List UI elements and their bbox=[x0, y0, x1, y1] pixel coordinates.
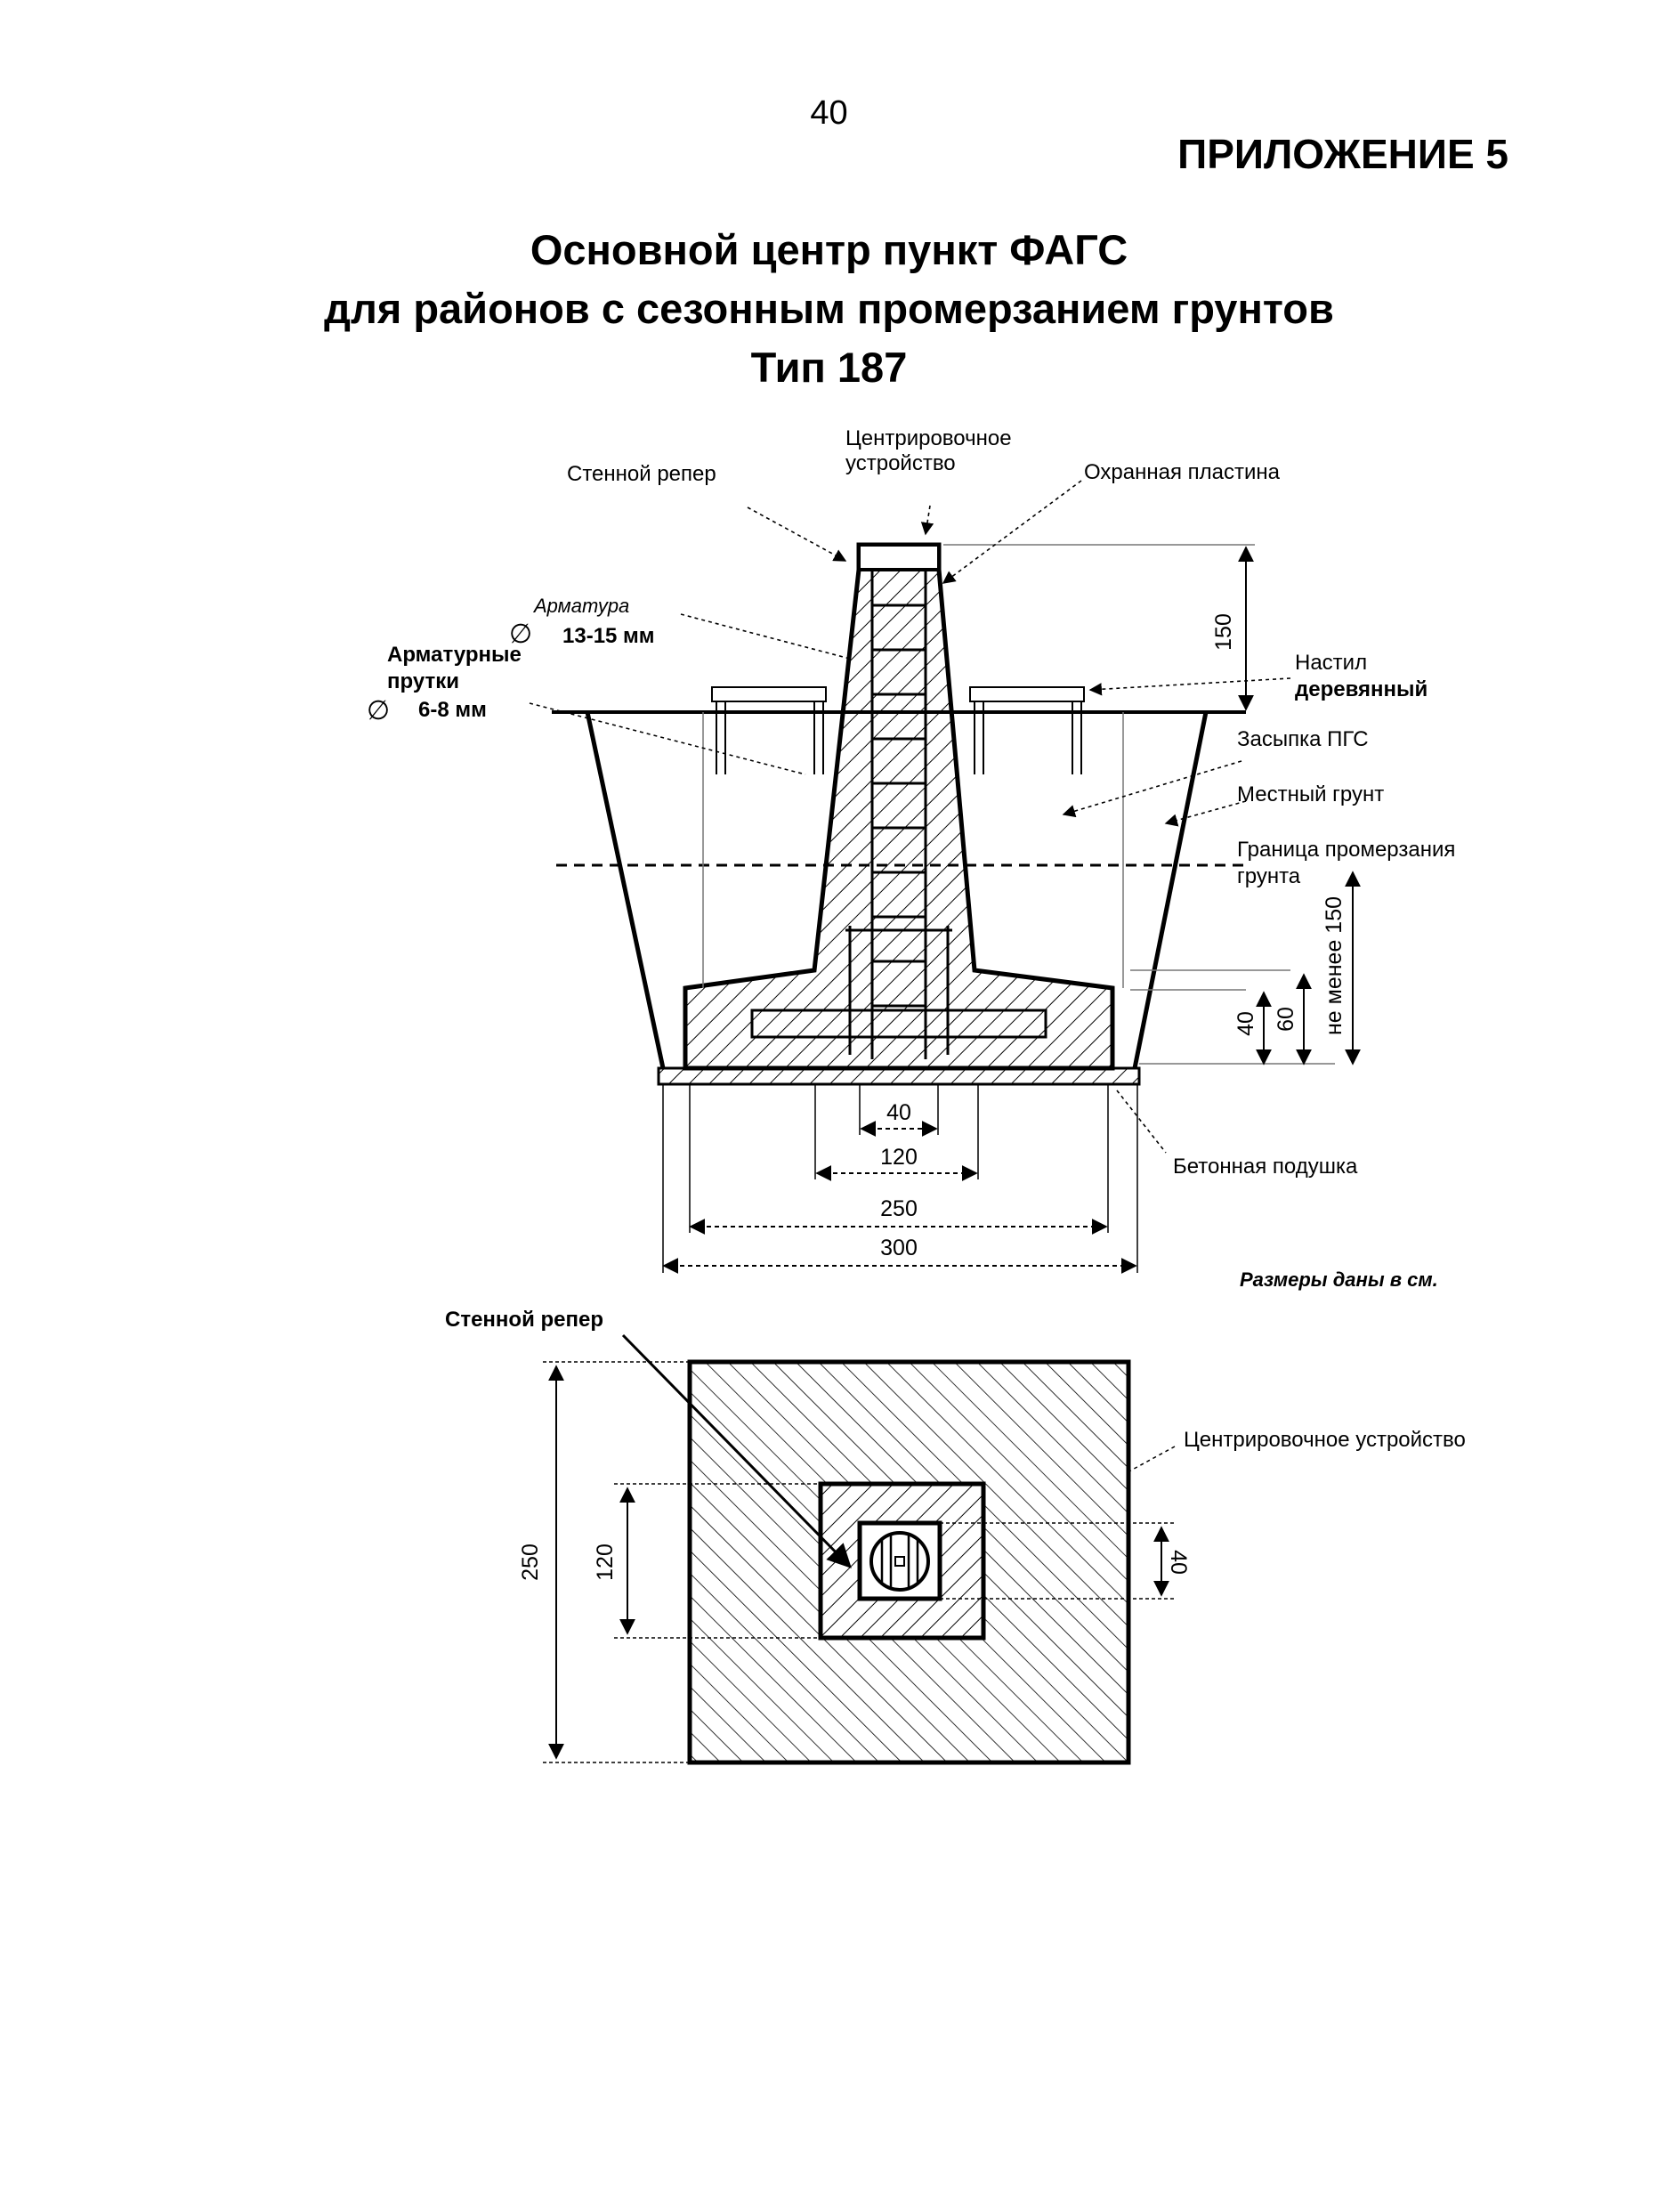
label-backfill: Засыпка ПГС bbox=[1237, 727, 1369, 751]
label-rebar-rods-size: 6-8 мм bbox=[418, 698, 487, 722]
plan-view: Стенной репер Центрировочное устройство … bbox=[445, 1308, 1466, 1765]
label-wood-deck-1: Настил bbox=[1295, 651, 1367, 675]
dim-slab-40: 40 bbox=[1233, 1011, 1258, 1036]
plan-label-centering-device: Центрировочное устройство bbox=[1184, 1428, 1466, 1452]
monolith-body bbox=[683, 542, 1115, 1071]
pit-wall-right bbox=[1132, 711, 1209, 1069]
label-rebar-size: 13-15 мм bbox=[562, 624, 655, 648]
label-local-soil: Местный грунт bbox=[1237, 782, 1384, 806]
label-centering-device-1: Центрировочное bbox=[845, 426, 1012, 450]
dim-pit-300: 300 bbox=[880, 1236, 918, 1260]
concrete-pad bbox=[657, 1066, 1141, 1086]
dim-pillar-40: 40 bbox=[886, 1100, 911, 1125]
dim-base-250: 250 bbox=[880, 1196, 918, 1221]
rebar-cage bbox=[750, 570, 1047, 1059]
label-rods-diameter: ∅ bbox=[367, 696, 390, 725]
plan-dim-device-40: 40 bbox=[1166, 1550, 1191, 1575]
label-wall-benchmark: Стенной репер bbox=[567, 462, 716, 486]
dim-pillar-120: 120 bbox=[880, 1145, 918, 1170]
plan-dim-side-250: 250 bbox=[518, 1544, 543, 1581]
title-line-1: Основной центр пункт ФАГС bbox=[530, 226, 1128, 273]
dim-not-less-than: не менее 150 bbox=[1322, 896, 1347, 1035]
title-line-2: для районов с сезонным промерзанием грун… bbox=[324, 284, 1334, 332]
label-rebar-rods-1: Арматурные bbox=[387, 643, 522, 667]
dim-slab-60: 60 bbox=[1274, 1007, 1298, 1032]
page-title: Основной центр пункт ФАГС для районов с … bbox=[0, 221, 1658, 396]
label-rebar-diameter: ∅ bbox=[509, 620, 532, 649]
wooden-deck bbox=[711, 686, 1085, 774]
label-frost-line-2: грунта bbox=[1237, 864, 1301, 888]
page-number: 40 bbox=[810, 94, 848, 132]
pillar-top bbox=[857, 543, 941, 571]
plan-label-wall-benchmark: Стенной репер bbox=[445, 1308, 603, 1332]
label-rebar-title: Арматура bbox=[532, 595, 629, 617]
units-note: Размеры даны в см. bbox=[1240, 1268, 1438, 1291]
label-protective-plate: Охранная пластина bbox=[1084, 460, 1281, 484]
dim-above-ground: 150 bbox=[1211, 613, 1236, 651]
plan-dim-pillar-120: 120 bbox=[593, 1544, 618, 1581]
label-wood-deck-2: деревянный bbox=[1295, 677, 1427, 701]
title-line-3: Тип 187 bbox=[750, 343, 908, 391]
label-rebar-rods-2: прутки bbox=[387, 669, 459, 693]
label-frost-line-1: Граница промерзания bbox=[1237, 838, 1455, 862]
appendix-heading: ПРИЛОЖЕНИЕ 5 bbox=[1177, 131, 1508, 177]
label-centering-device-2: устройство bbox=[845, 451, 956, 475]
section-view: Стенной репер Центрировочное устройство … bbox=[367, 426, 1455, 1291]
label-concrete-pad: Бетонная подушка bbox=[1173, 1155, 1358, 1179]
pit-wall-left bbox=[585, 711, 666, 1069]
